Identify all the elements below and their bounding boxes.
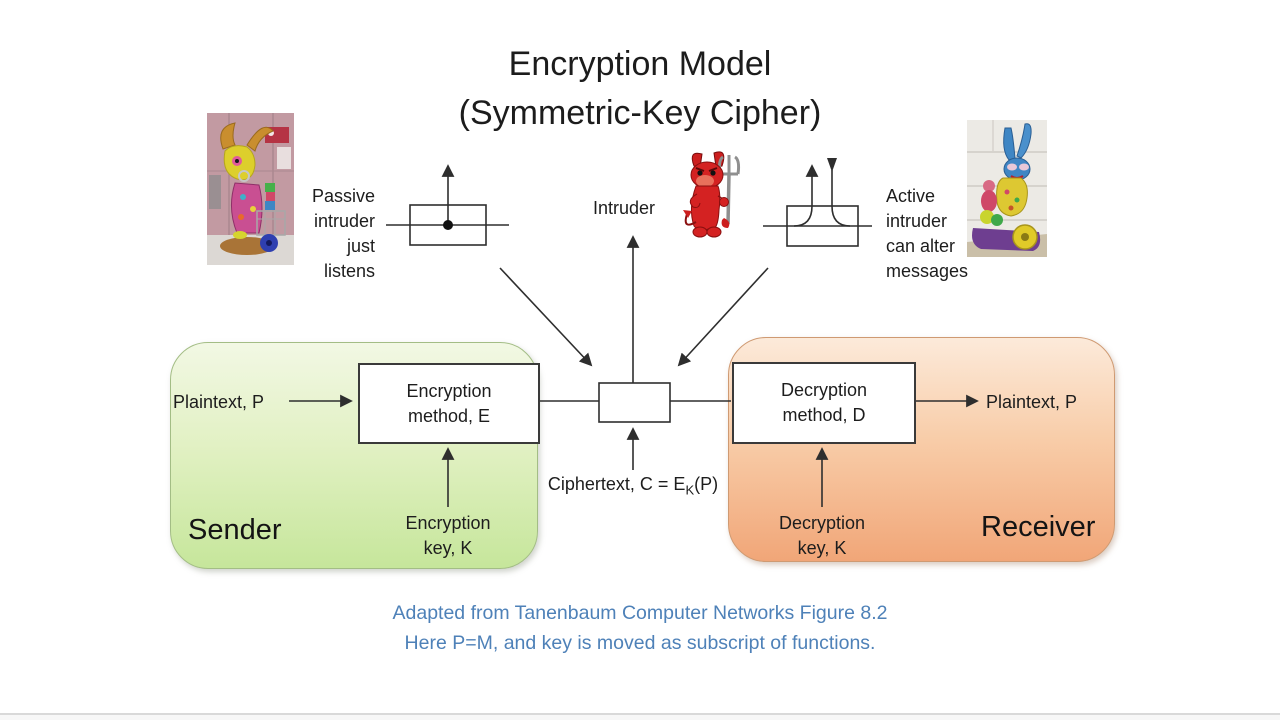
- plaintext-output-label: Plaintext, P: [986, 392, 1078, 412]
- plaintext-input-label: Plaintext, P: [173, 392, 265, 412]
- ciphertext-prefix: Ciphertext, C = E: [547, 474, 686, 494]
- encryption-method-line-1: Encryption: [406, 380, 492, 401]
- slide-title-line-2: (Symmetric-Key Cipher): [458, 94, 822, 132]
- decryption-key-line-1: Decryption: [778, 513, 866, 533]
- bull-sculpture-photo-image: [207, 113, 294, 265]
- decryption-method-box: Decryption method, D: [732, 362, 916, 444]
- rabbit-sculpture-photo-image: [967, 120, 1047, 257]
- passive-intruder-line-3: just: [346, 236, 375, 256]
- encryption-key-label: Encryption key, K: [388, 511, 508, 561]
- ciphertext-subscript: K: [685, 482, 695, 498]
- active-intruder-line-2: intruder: [886, 211, 948, 231]
- encryption-method-box: Encryption method, E: [358, 363, 540, 444]
- caption-line-1: Adapted from Tanenbaum Computer Networks…: [392, 602, 888, 624]
- bottom-divider-line: [0, 713, 1280, 715]
- decryption-method-line-1: Decryption: [780, 380, 868, 400]
- sender-label: Sender: [188, 514, 282, 546]
- decryption-key-line-2: key, K: [797, 538, 847, 558]
- active-intruder-line-1: Active: [886, 186, 936, 206]
- devil-icon: [666, 148, 750, 240]
- passive-intruder-line-2: intruder: [313, 211, 375, 231]
- passive-intruder-label: Passive intruder just listens: [245, 184, 375, 284]
- receiver-region: [728, 337, 1115, 562]
- caption-line-2: Here P=M, and key is moved as subscript …: [404, 632, 876, 654]
- slide-title: Encryption Model (Symmetric-Key Cipher): [0, 40, 1280, 138]
- bull-sculpture-photo: [207, 113, 294, 265]
- active-intruder-label: Active intruder can alter messages: [886, 184, 1016, 284]
- decryption-method-line-2: method, D: [782, 405, 866, 425]
- encryption-key-line-1: Encryption: [405, 513, 491, 533]
- active-intruder-line-4: messages: [886, 261, 969, 281]
- passive-intruder-line-4: listens: [323, 261, 375, 281]
- passive-intruder-line-1: Passive: [311, 186, 375, 206]
- encryption-key-line-2: key, K: [423, 538, 473, 558]
- receiver-label: Receiver: [981, 511, 1096, 543]
- ciphertext-suffix: (P): [694, 474, 719, 494]
- decryption-key-label: Decryption key, K: [762, 511, 882, 561]
- devil-pitchfork-graphic: [683, 151, 741, 238]
- slide-title-line-1: Encryption Model: [508, 45, 772, 83]
- bottom-strip: [0, 715, 1280, 720]
- active-intruder-line-3: can alter: [886, 236, 956, 256]
- intruder-label: Intruder: [593, 198, 656, 218]
- rabbit-sculpture-photo: [967, 120, 1047, 257]
- encryption-method-line-2: method, E: [407, 405, 491, 426]
- ciphertext-label: Ciphertext, C = EK(P): [523, 472, 743, 503]
